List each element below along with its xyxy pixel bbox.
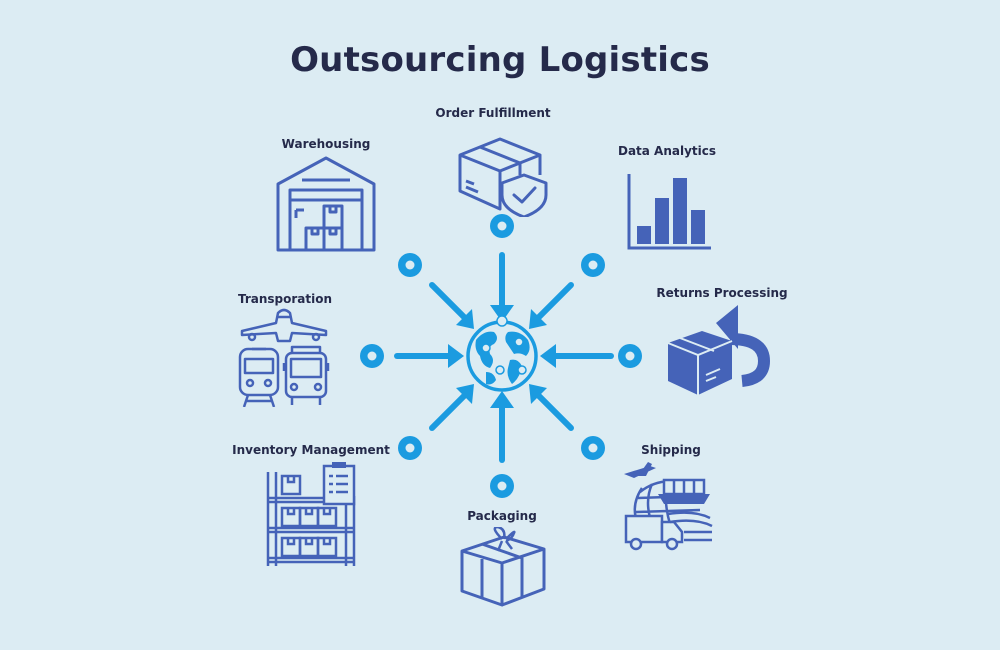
arrowhead-transporation [448, 344, 464, 368]
dot-order-fulfillment [490, 214, 514, 238]
label-data-analytics: Data Analytics [617, 144, 717, 158]
dot-returns-processing [618, 344, 642, 368]
box-with-shield-icon [458, 137, 548, 217]
globe-with-pins-icon [466, 315, 538, 392]
arrowhead-data-analytics [529, 309, 547, 329]
arrow-from-inventory-management [429, 393, 467, 431]
arrowhead-shipping [529, 384, 547, 404]
dot-inventory-management [398, 436, 422, 460]
arrowhead-packaging [490, 391, 514, 408]
label-inventory-management: Inventory Management [232, 443, 390, 457]
dot-data-analytics [581, 253, 605, 277]
label-transporation: Transporation [237, 292, 333, 306]
warehouse-icon [276, 156, 376, 252]
dot-transporation [360, 344, 384, 368]
label-packaging: Packaging [467, 509, 537, 523]
globe-plane-ship-truck-icon [624, 462, 713, 551]
arrowhead-returns-processing [540, 344, 556, 368]
arrow-from-warehousing [429, 282, 467, 320]
dot-packaging [490, 474, 514, 498]
plane-train-bus-icon [238, 308, 330, 407]
bar-chart-icon [627, 174, 711, 250]
label-warehousing: Warehousing [281, 137, 371, 151]
dot-shipping [581, 436, 605, 460]
arrow-from-data-analytics [536, 282, 574, 320]
label-order-fulfillment: Order Fulfillment [435, 106, 551, 120]
arrowhead-order-fulfillment [490, 305, 514, 322]
gift-box-icon [460, 527, 546, 607]
diagram-title: Outsourcing Logistics [290, 40, 710, 80]
arrowhead-warehousing [456, 309, 474, 329]
label-returns-processing: Returns Processing [656, 286, 788, 300]
arrow-from-shipping [536, 393, 574, 431]
box-return-arrow-icon [667, 305, 770, 395]
dot-warehousing [398, 253, 422, 277]
shelf-clipboard-icon [266, 462, 356, 566]
arrowhead-inventory-management [456, 384, 474, 404]
label-shipping: Shipping [641, 443, 701, 457]
